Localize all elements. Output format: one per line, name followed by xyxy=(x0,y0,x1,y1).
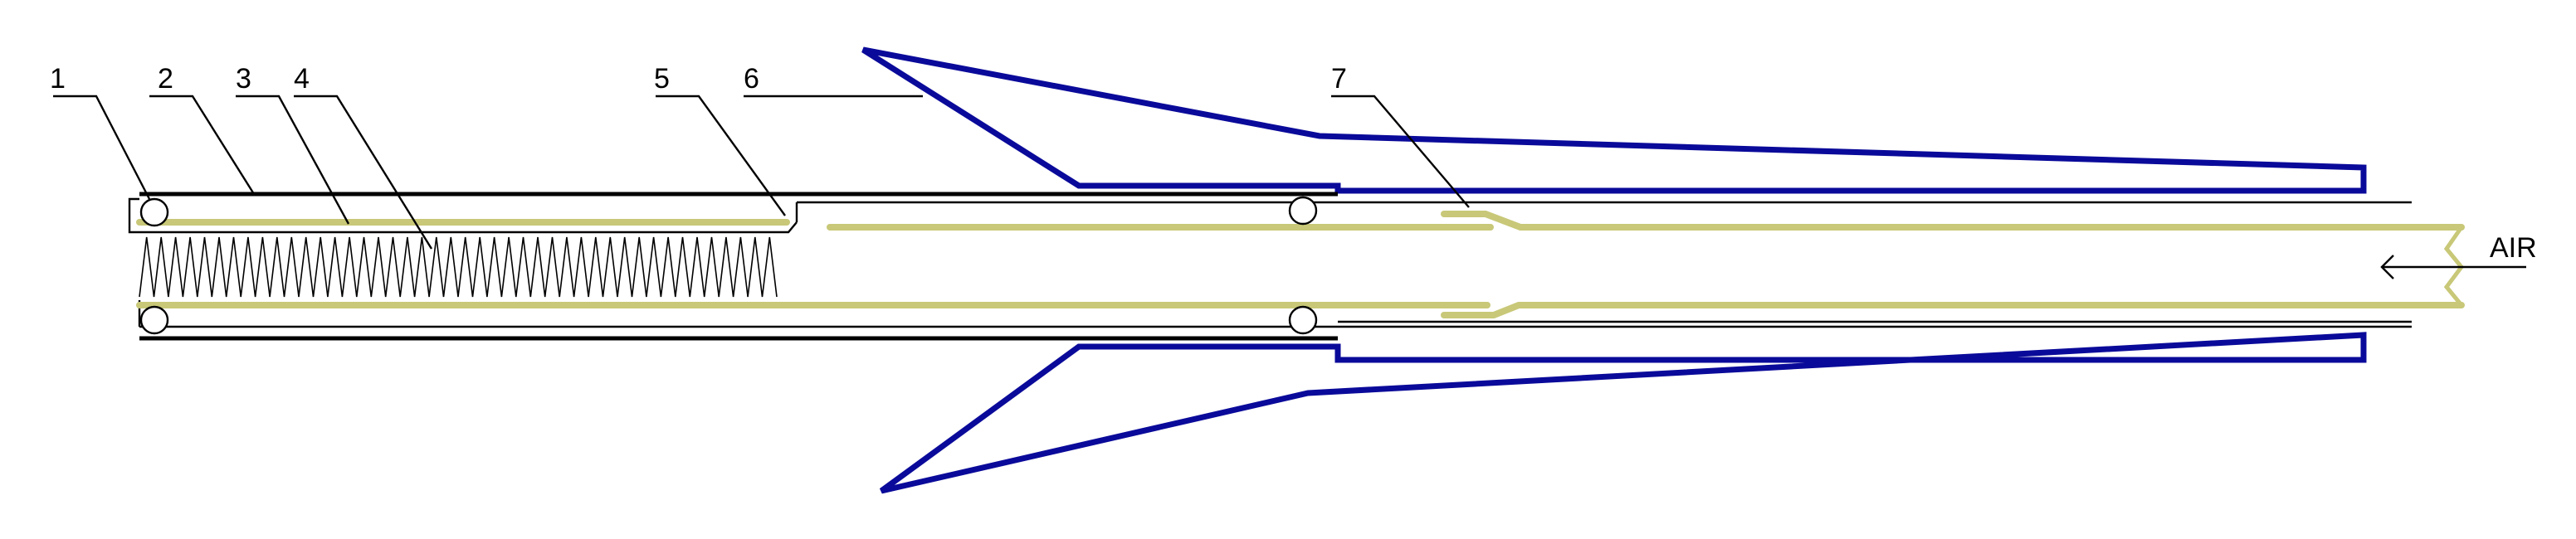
callout-label-7: 7 xyxy=(1331,63,1347,95)
callout-label-4: 4 xyxy=(294,63,310,95)
leader-2 xyxy=(149,95,256,195)
leader-3 xyxy=(236,95,350,225)
air-label: AIR xyxy=(2490,232,2537,264)
callout-label-5: 5 xyxy=(654,63,670,95)
barrel-end-cap xyxy=(128,197,139,234)
lower-fin xyxy=(879,332,2367,494)
inner-tube-top xyxy=(795,201,2412,222)
callout-label-6: 6 xyxy=(744,63,759,95)
upper-fin xyxy=(861,46,2367,194)
callout-label-2: 2 xyxy=(158,63,173,95)
leader-4 xyxy=(294,95,433,250)
rod-upper-tail xyxy=(1441,211,2465,231)
leader-1 xyxy=(53,95,151,200)
callout-label-3: 3 xyxy=(236,63,251,95)
air-arrow xyxy=(2380,255,2526,279)
callout-label-1: 1 xyxy=(50,63,66,95)
spring xyxy=(139,236,778,298)
leader-7 xyxy=(1331,95,1470,208)
ring-top-left xyxy=(139,197,169,227)
leader-5 xyxy=(656,95,786,216)
ring-top-mid xyxy=(1288,196,1318,226)
rod-lower-tail xyxy=(1441,302,2465,318)
ring-bottom-mid xyxy=(1288,305,1318,335)
ring-bottom-left xyxy=(139,305,169,335)
step-shoulder xyxy=(139,221,798,234)
